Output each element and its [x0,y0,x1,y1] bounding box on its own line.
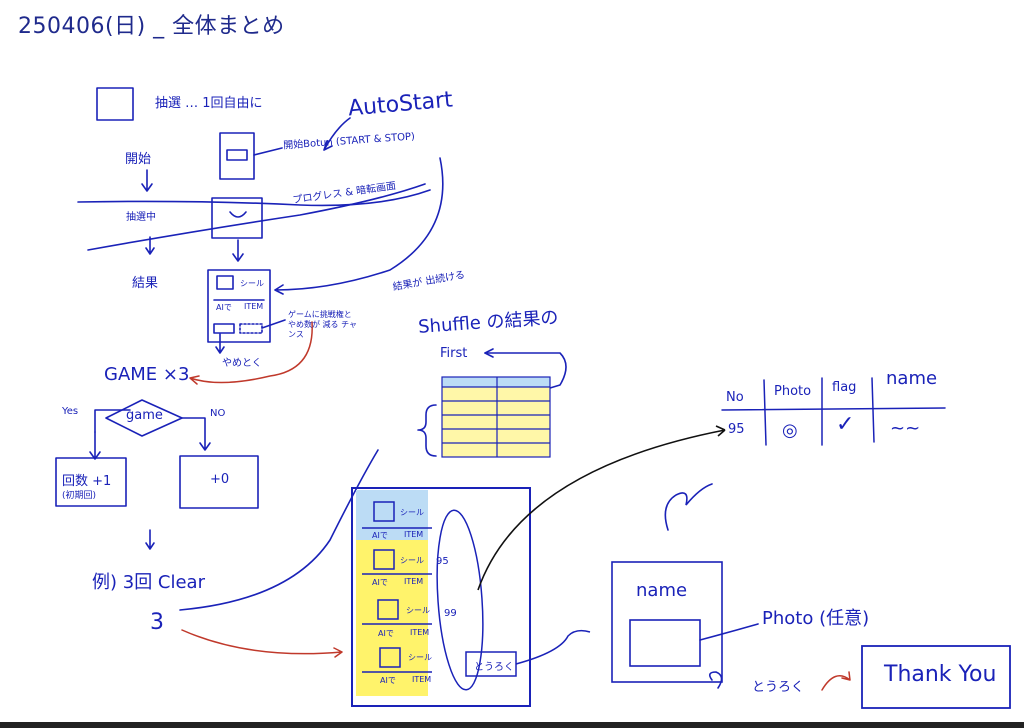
thank-you-box [861,645,1011,709]
card-top-mark [664,483,713,531]
list-number-95: 95 [436,556,449,567]
list-card-ai-1: AIで [372,531,388,540]
record-cell-photo: ◎ [782,420,798,441]
list-number-99: 99 [444,608,457,619]
register-photo-note: Photo (任意) [762,608,870,629]
red-arrow-three [181,629,343,658]
list-card-item-2: ITEM [404,577,424,586]
list-to-record-arrow [477,425,726,591]
start-button-shape [226,149,248,161]
shuffle-first-label: First [440,346,468,361]
record-header-name: name [886,368,938,389]
lottery-progress-label: 抽選中 [126,212,156,223]
start-screen [219,132,255,180]
record-cell-no: 95 [728,422,745,437]
result-screen [207,269,271,343]
start-to-result-curve [274,157,444,295]
bottom-bar [0,722,1024,728]
yes-label: Yes [62,406,79,417]
list-card-label-4: シール [408,653,432,662]
list-card-label-1: シール [400,508,424,517]
result-card-ai: AIで [216,303,232,312]
list-card-ai-4: AIで [380,676,396,685]
start-step-label: 開始 [125,152,152,167]
quit-label: やめとく [222,358,262,369]
record-table-lines [721,377,946,446]
register-card-button[interactable]: とうろく [752,680,805,695]
page-title: 250406(日) _ 全体まとめ [18,14,285,39]
list-register-button[interactable]: とうろく [474,662,514,673]
cross-line-1 [77,189,431,207]
lottery-note: 抽選 … 1回自由に [155,96,263,111]
record-cell-name: ~~ [890,418,921,439]
no-box-label: +0 [210,472,230,487]
photo-box [629,619,701,667]
progress-screen [211,197,263,239]
list-card-ai-3: AIで [378,629,394,638]
record-cell-flag: ✓ [836,412,855,437]
record-header-no: No [726,390,744,405]
yes-box-label: 回数 +1 [62,474,112,489]
red-arrow-thanks [821,671,851,691]
challenge-button-shape [239,323,263,334]
result-card-item: ITEM [244,302,264,311]
game-times-label: GAME ×3 [104,364,190,385]
shuffle-table [441,376,551,458]
list-panel [351,487,591,707]
record-header-photo: Photo [774,384,812,399]
list-card-label-2: シール [400,556,424,565]
three-to-list-curve [179,449,379,611]
three-label: 3 [150,610,164,635]
thank-you-label: Thank You [884,662,997,687]
clear-note: 例) 3回 Clear [92,572,205,593]
selection-ellipse [436,509,484,691]
result-card-label: シール [240,279,264,288]
list-card-item-3: ITEM [410,628,430,637]
autostart-arrow [323,117,351,151]
record-header-flag: flag [832,380,857,395]
list-card-ai-2: AIで [372,578,388,587]
register-card [611,561,723,683]
quit-button-shape [213,323,235,334]
list-card-item-1: ITEM [404,530,424,539]
list-card-item-4: ITEM [412,675,432,684]
decision-label: game [126,408,163,423]
no-box [179,455,259,509]
list-card-label-3: シール [406,606,430,615]
red-arrow-quit [189,321,313,385]
lottery-square [96,87,134,121]
no-label: NO [210,408,226,419]
yes-box [55,457,127,507]
yes-box-sublabel: (初期回) [62,491,97,501]
result-step-label: 結果 [132,276,159,291]
challenge-note: ゲームに挑戦権と やめ数が 減る チャンス [288,310,358,339]
register-card-name-label: name [636,580,688,601]
